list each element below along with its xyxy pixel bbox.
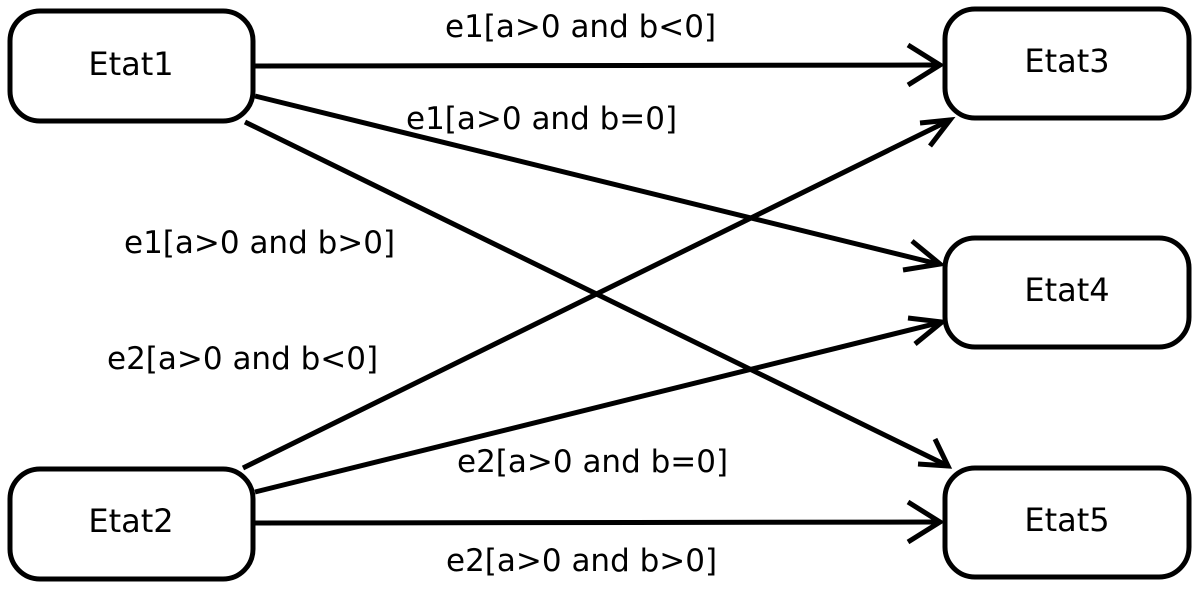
arrowhead-icon: [907, 315, 949, 346]
state-box: [942, 235, 1192, 350]
state-label: Etat1: [88, 45, 173, 83]
transition-line: [241, 117, 952, 471]
state-label: Etat2: [88, 502, 173, 540]
transition-labels: e1[a>0 and b<0] e1[a>0 and b=0] e1[a>0 a…: [107, 9, 728, 579]
transition-etat2-etat3[interactable]: [241, 116, 956, 471]
arrowhead-icon: [906, 499, 945, 545]
transition-etat2-etat5[interactable]: [254, 499, 945, 545]
arrowhead-icon: [919, 116, 956, 148]
state-box: [942, 465, 1192, 580]
transitions: [241, 42, 956, 545]
transition-label-etat1-etat3: e1[a>0 and b<0]: [445, 9, 716, 45]
state-label: Etat4: [1024, 271, 1109, 309]
transition-label-etat2-etat5: e2[a>0 and b>0]: [446, 543, 717, 579]
transition-label-etat1-etat5: e1[a>0 and b>0]: [124, 225, 395, 261]
transition-label-etat2-etat3: e2[a>0 and b<0]: [107, 341, 378, 377]
state-box: [942, 6, 1192, 121]
state-etat1[interactable]: Etat1: [7, 8, 256, 124]
arrowhead-icon: [902, 239, 946, 273]
arrowhead-icon: [906, 42, 945, 88]
transition-line: [254, 93, 939, 267]
state-etat5[interactable]: Etat5: [942, 465, 1192, 580]
transition-etat1-etat3[interactable]: [254, 42, 945, 88]
state-label: Etat5: [1024, 501, 1109, 539]
transition-etat1-etat4[interactable]: [254, 93, 946, 273]
transition-label-etat2-etat4: e2[a>0 and b=0]: [457, 444, 728, 480]
state-etat2[interactable]: Etat2: [7, 466, 256, 582]
transition-line: [254, 519, 941, 526]
state-box: [7, 466, 256, 582]
states: Etat1 Etat2 Etat3 Etat4 Etat5: [7, 6, 1192, 582]
state-box: [7, 8, 256, 124]
transition-label-etat1-etat4: e1[a>0 and b=0]: [406, 101, 677, 137]
transition-etat2-etat4[interactable]: [254, 315, 949, 495]
state-etat4[interactable]: Etat4: [942, 235, 1192, 350]
transition-line: [254, 62, 939, 69]
transition-line: [254, 319, 943, 495]
state-etat3[interactable]: Etat3: [942, 6, 1192, 121]
state-label: Etat3: [1024, 42, 1109, 80]
arrowhead-icon: [917, 437, 953, 469]
